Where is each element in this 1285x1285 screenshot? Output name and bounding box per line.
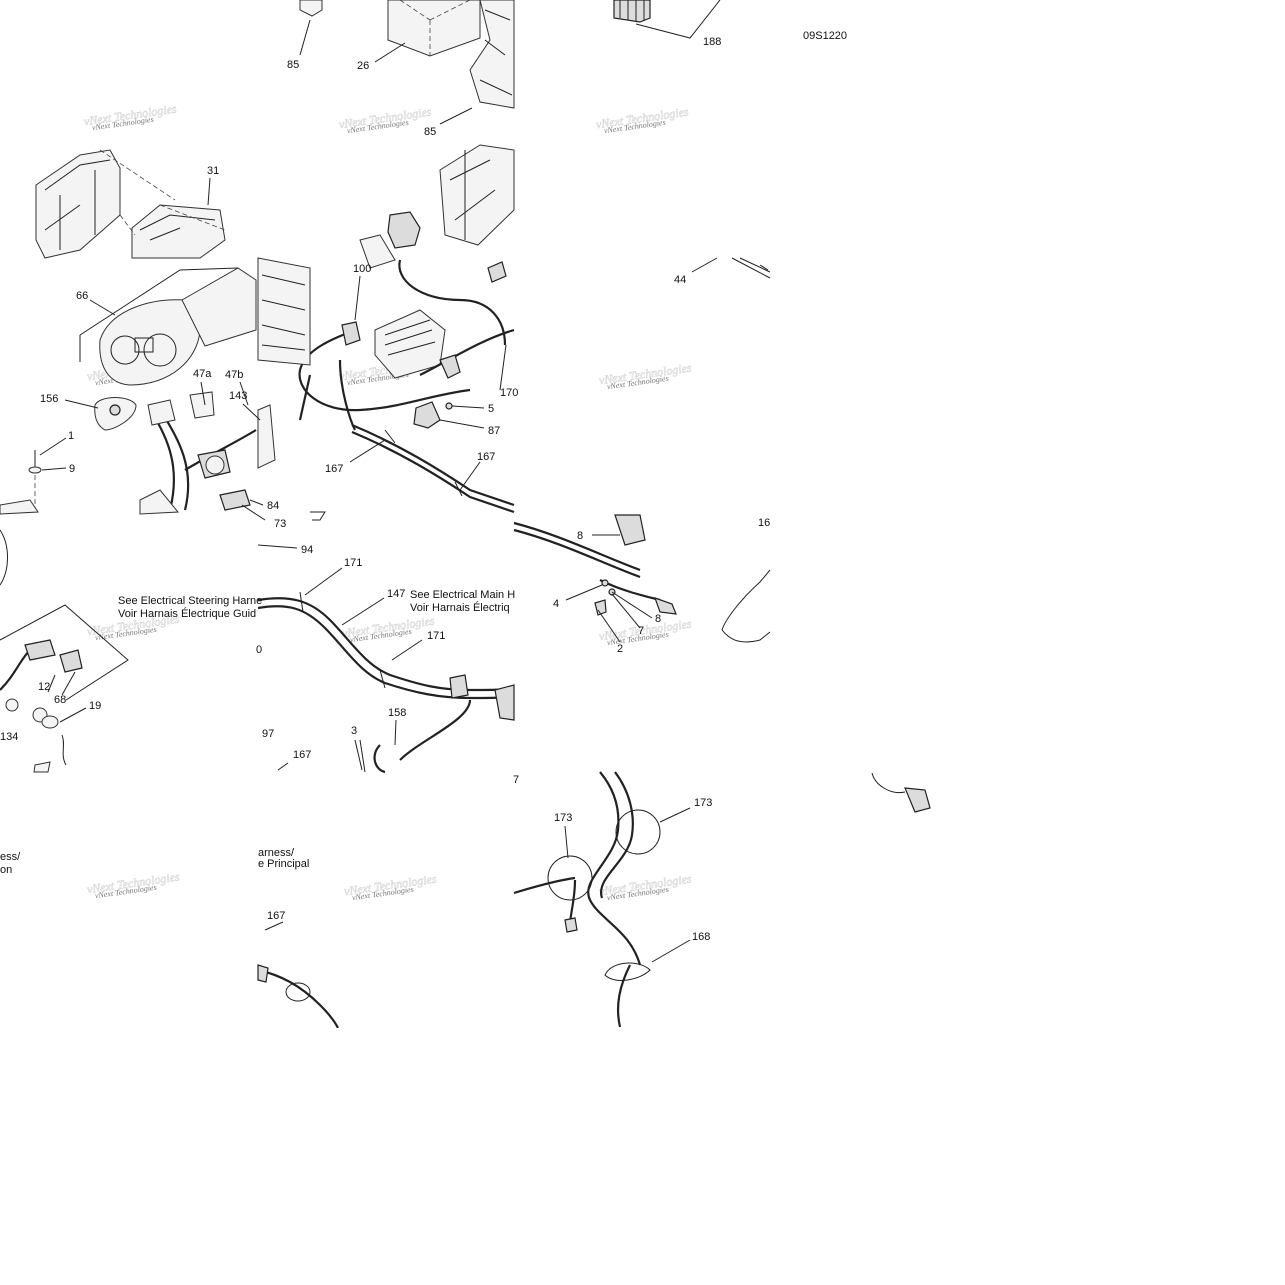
callout-3: 3: [351, 725, 357, 737]
harness-segment-167-illustration: [257, 964, 339, 1029]
main-harness-note: See Electrical Main H Voir Harnais Élect…: [258, 589, 515, 870]
battery-26-illustration: [299, 0, 515, 109]
callout-8b: 8: [655, 613, 661, 625]
callout-31: 31: [207, 165, 219, 177]
main-note-tail1: arness/: [258, 847, 295, 859]
harness-loops-illustration: [513, 771, 931, 1028]
actuator-188-illustration: [613, 0, 721, 39]
steering-note-tail1: ess/: [0, 851, 21, 863]
callout-167d: 167: [293, 749, 311, 761]
callout-66: 66: [76, 290, 88, 302]
callout-47a: 47a: [193, 368, 212, 380]
main-note-en: See Electrical Main H: [410, 589, 515, 601]
callout-1: 1: [68, 430, 74, 442]
callout-171: 171: [344, 557, 362, 569]
callout-173: 173: [554, 812, 572, 824]
main-note-tail2: e Principal: [258, 858, 309, 870]
callout-8: 8: [577, 530, 583, 542]
steering-note-fr: Voir Harnais Électrique Guid: [118, 607, 256, 620]
battery-box-31-illustration: [35, 149, 226, 259]
callout-167c: 16: [758, 517, 770, 529]
callout-9: 9: [69, 463, 75, 475]
callout-0: 0: [256, 644, 262, 656]
callout-188: 188: [703, 36, 721, 48]
callout-87: 87: [488, 425, 500, 437]
callout-4: 4: [553, 598, 559, 610]
callout-143: 143: [229, 390, 247, 402]
callout-147: 147: [387, 588, 405, 600]
callout-158: 158: [388, 707, 406, 719]
callout-85b: 85: [424, 126, 436, 138]
callout-171b: 171: [427, 630, 445, 642]
callout-73: 73: [274, 518, 286, 530]
callout-100: 100: [353, 263, 371, 275]
callout-44: 44: [674, 274, 686, 286]
steering-note-en: See Electrical Steering Harne: [118, 595, 262, 607]
callout-156: 156: [40, 393, 58, 405]
callout-173b: 173: [694, 797, 712, 809]
callout-7b: 7: [513, 774, 519, 786]
callout-94: 94: [301, 544, 313, 556]
fuse-box-illustration: [298, 144, 515, 431]
callout-2: 2: [617, 643, 623, 655]
callout-26: 26: [357, 60, 369, 72]
callout-167: 167: [325, 463, 343, 475]
handlebar-illustration: [0, 391, 257, 515]
callout-5: 5: [488, 403, 494, 415]
callout-85: 85: [287, 59, 299, 71]
callout-168: 168: [692, 931, 710, 943]
callout-12: 12: [38, 681, 50, 693]
long-harness-167-illustration: [351, 423, 515, 514]
steering-harness-illustration: [0, 529, 129, 773]
figure-id: 09S1220: [803, 30, 847, 42]
callout-labels: 85 26 188 85 31 100 44 66 47a 47b 156 14…: [0, 36, 770, 943]
callout-97: 97: [262, 728, 274, 740]
callout-68: 68: [54, 694, 66, 706]
callout-170: 170: [500, 387, 518, 399]
callout-167b: 167: [477, 451, 495, 463]
leader-lines: [39, 19, 718, 963]
callout-7: 7: [638, 625, 644, 637]
gauge-cluster-66-illustration: [79, 267, 257, 386]
callout-19: 19: [89, 700, 101, 712]
callout-134: 134: [0, 731, 18, 743]
steering-harness-note: See Electrical Steering Harne Voir Harna…: [0, 595, 262, 876]
callout-167e: 167: [267, 910, 285, 922]
callout-84: 84: [267, 500, 279, 512]
steering-note-tail2: on: [0, 864, 12, 876]
bracket-44-illustration: [731, 257, 771, 279]
main-note-fr: Voir Harnais Électriq: [410, 601, 510, 614]
main-harness-171-illustration: [257, 591, 515, 774]
callout-47b: 47b: [225, 369, 243, 381]
connector-kit-illustration: [513, 514, 771, 643]
